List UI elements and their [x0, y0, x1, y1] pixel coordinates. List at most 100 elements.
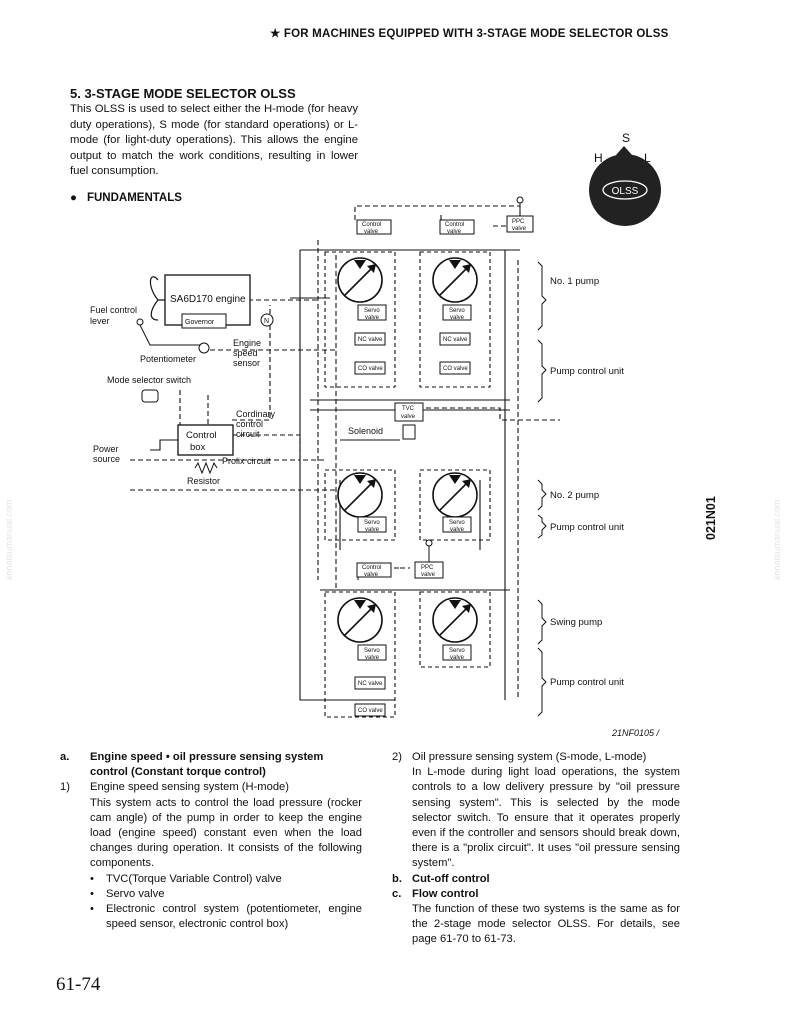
page-header: ★ FOR MACHINES EQUIPPED WITH 3-STAGE MOD… [270, 28, 669, 40]
component-bullet-1: •TVC(Torque Variable Control) valve [90, 872, 282, 885]
component-bullet-2-text: Servo valve [106, 887, 165, 900]
watermark-left: konatsumanual.com [4, 499, 14, 580]
selector-s-label: S [622, 131, 630, 145]
solenoid-label: Solenoid [348, 426, 383, 436]
item-a-marker: a. [60, 751, 70, 763]
engine-label: SA6D170 engine [170, 294, 246, 305]
power-source-label-1: Power [93, 444, 119, 454]
servo-6-label-2: valve [450, 655, 465, 661]
swing-pump-right-icon [432, 597, 478, 643]
item-a: a. Engine speed • oil pressure sensing s… [60, 750, 362, 780]
potentiometer-label: Potentiometer [140, 354, 196, 364]
speed-sensor-label-3: sensor [233, 358, 260, 368]
ppc-valve-1-label-1: PPC [512, 219, 525, 225]
item-b-title: Cut-off control [412, 872, 490, 885]
figure-code: 21NF0105 / [611, 728, 661, 738]
item-c-body: The function of these two systems is the… [412, 903, 680, 946]
pcu-label-2: Pump control unit [550, 522, 624, 533]
watermark-right: konatsumanual.com [772, 499, 782, 580]
control-valve-1 [356, 219, 392, 235]
servo-5-label-1: Servo [364, 648, 380, 654]
control-valve-1-label-2: valve [364, 229, 379, 235]
nc-valve-1-label: NC valve [358, 337, 383, 343]
selector-center-label: OLSS [612, 186, 639, 197]
control-valve-1-label-1: Control [362, 222, 381, 228]
co-valve-3-label: CO valve [358, 708, 383, 714]
component-bullet-3-text: Electronic control system (potentiometer… [106, 903, 362, 931]
vertical-document-code: 021N01 [704, 496, 718, 540]
pump-1-right-icon [432, 257, 478, 303]
mode-switch-icon [141, 389, 159, 403]
prolix-circuit-label: Prolix circuit [222, 456, 271, 466]
page-number: 61-74 [56, 974, 101, 995]
item-1: 1) Engine speed sensing system (H-mode) … [60, 780, 362, 871]
servo-3-label-1: Servo [364, 520, 380, 526]
section-title: 5. 3-STAGE MODE SELECTOR OLSS [70, 86, 296, 101]
servo-3-label-2: valve [365, 527, 380, 533]
speed-sensor-icon [260, 313, 274, 327]
speed-sensor-label-1: Engine [233, 338, 261, 348]
ordinary-circuit-label-3: circuit [236, 429, 260, 439]
servo-2-label-1: Servo [449, 308, 465, 314]
selector-h-label: H [594, 151, 603, 165]
control-valve-2 [439, 219, 475, 235]
ppc-lever-1-icon [516, 196, 524, 204]
fundamentals-heading: ● FUNDAMENTALS [70, 192, 182, 204]
item-1-marker: 1) [60, 781, 70, 794]
pcu-label-3: Pump control unit [550, 677, 624, 688]
speed-sensor-label-2: speed [233, 348, 258, 358]
pump1-label: No. 1 pump [550, 276, 599, 287]
swing-pump-label: Swing pump [550, 617, 602, 628]
component-bullet-1-text: TVC(Torque Variable Control) valve [106, 872, 282, 885]
control-box [177, 424, 234, 456]
governor-label: Governor [185, 319, 215, 326]
fuel-lever-label-1: Fuel control [90, 305, 137, 315]
right-text-column: 2) Oil pressure sensing system (S-mode, … [392, 750, 680, 948]
servo-4-label-2: valve [450, 527, 465, 533]
co-valve-2-label: CO valve [443, 366, 468, 372]
fuel-lever-icon [136, 318, 144, 326]
item-c-marker: c. [392, 887, 402, 900]
pump-2-right-icon [432, 472, 478, 518]
item-1-title: Engine speed sensing system (H-mode) [90, 781, 289, 794]
tvc-valve [394, 402, 424, 422]
tvc-label-2: valve [401, 414, 416, 420]
control-box-label-1: Control [186, 430, 217, 441]
control-valve-2-label-1: Control [445, 222, 464, 228]
item-2: 2) Oil pressure sensing system (S-mode, … [392, 750, 680, 872]
pump-2-left-icon [337, 472, 383, 518]
servo-2-label-2: valve [450, 315, 465, 321]
power-source-label-2: source [93, 454, 120, 464]
governor-block [181, 313, 227, 329]
item-2-title: Oil pressure sensing system (S-mode, L-m… [412, 751, 647, 763]
fundamentals-label: FUNDAMENTALS [86, 192, 182, 204]
servo-4-label-1: Servo [449, 520, 465, 526]
left-text-column: a. Engine speed • oil pressure sensing s… [60, 750, 362, 932]
item-b: b. Cut-off control [392, 872, 680, 887]
pcu-label-1: Pump control unit [550, 366, 624, 377]
olss-schematic-diagram: SA6D170 engine Governor Fuel control lev… [90, 196, 661, 738]
control-valve-3-label-2: valve [364, 572, 379, 578]
ppc-valve-1-label-2: valve [512, 226, 527, 232]
item-b-marker: b. [392, 872, 402, 885]
solenoid-icon [402, 424, 416, 440]
control-box-label-2: box [190, 442, 206, 453]
ordinary-circuit-label-1: Cordinary [236, 409, 276, 419]
control-valve-3 [356, 562, 392, 578]
bullet-icon: ● [70, 192, 77, 204]
swing-pump-left-icon [337, 597, 383, 643]
nc-valve-3-label: NC valve [358, 681, 383, 687]
selector-l-label: L [644, 151, 651, 165]
servo-1-label-1: Servo [364, 308, 380, 314]
item-2-marker: 2) [392, 751, 402, 763]
servo-1-label-2: valve [365, 315, 380, 321]
ppc-valve-2-label-2: valve [421, 572, 436, 578]
knob-ring [602, 180, 648, 200]
control-valve-3-label-1: Control [362, 565, 381, 571]
mode-selector-knob: S H L OLSS [589, 131, 661, 226]
co-valve-1-label: CO valve [358, 366, 383, 372]
component-bullet-3: •Electronic control system (potentiomete… [90, 903, 362, 931]
engine-fan [149, 276, 165, 321]
fuel-lever-label-2: lever [90, 316, 110, 326]
intro-paragraph: This OLSS is used to select either the H… [70, 103, 358, 177]
